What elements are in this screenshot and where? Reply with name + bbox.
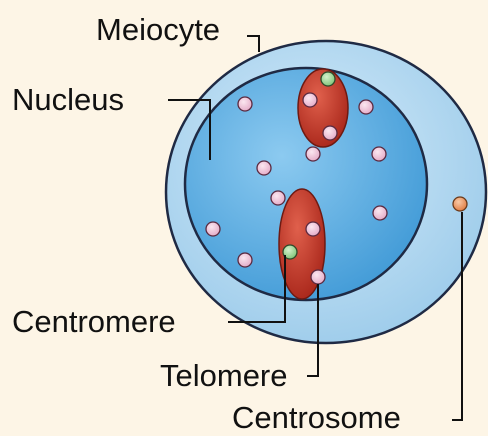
granule bbox=[238, 253, 252, 267]
granule bbox=[303, 93, 317, 107]
granule bbox=[306, 147, 320, 161]
centrosome bbox=[453, 197, 467, 211]
granule bbox=[372, 147, 386, 161]
label-centrosome: Centrosome bbox=[232, 402, 401, 433]
granule-telomere bbox=[311, 270, 325, 284]
granule bbox=[359, 100, 373, 114]
granule bbox=[257, 161, 271, 175]
granule bbox=[271, 191, 285, 205]
granule bbox=[206, 222, 220, 236]
label-meiocyte: Meiocyte bbox=[96, 14, 220, 45]
granule bbox=[306, 222, 320, 236]
granule bbox=[238, 97, 252, 111]
granule bbox=[373, 206, 387, 220]
centromere-upper bbox=[321, 72, 335, 86]
label-telomere: Telomere bbox=[160, 360, 288, 391]
label-nucleus: Nucleus bbox=[12, 84, 124, 115]
granule bbox=[323, 126, 337, 140]
label-centromere: Centromere bbox=[12, 306, 176, 337]
leader-meiocyte bbox=[247, 36, 259, 52]
